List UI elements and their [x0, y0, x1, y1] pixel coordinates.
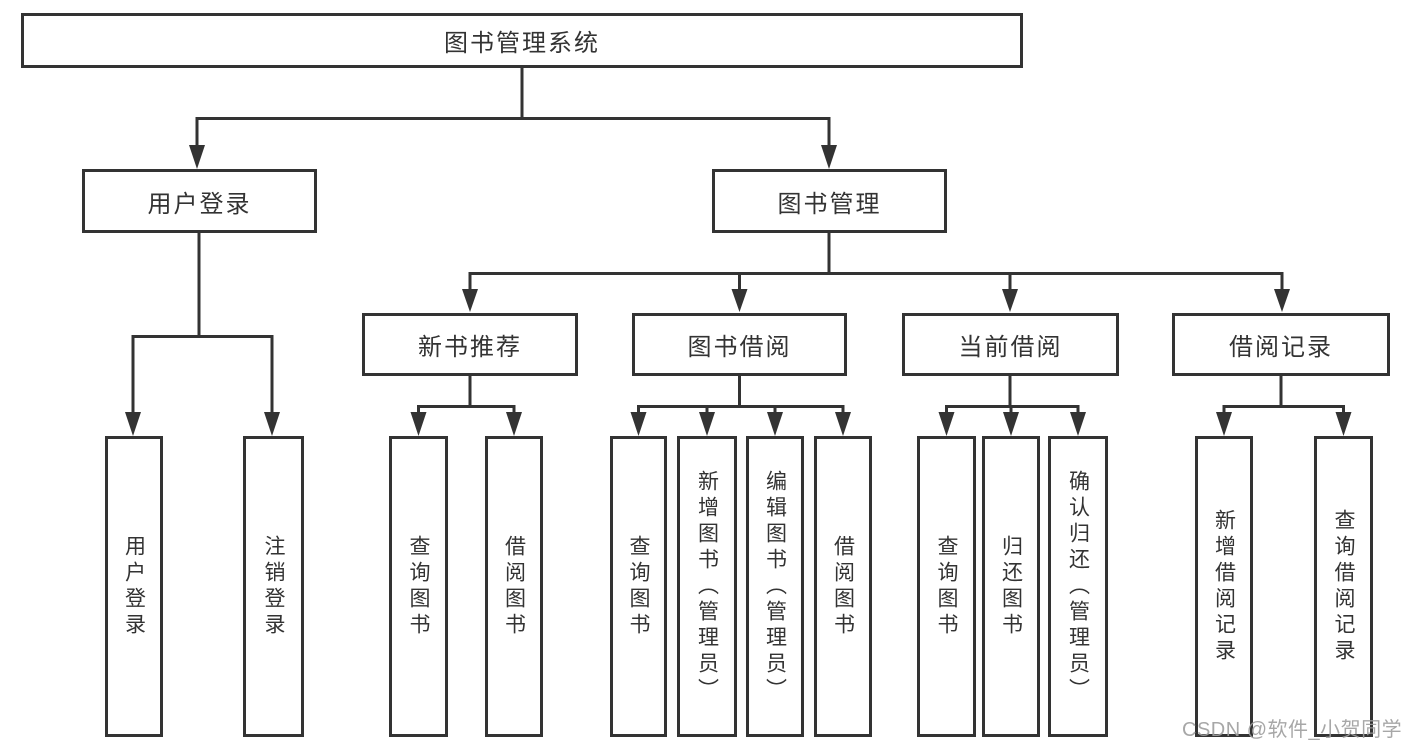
arrow-down-icon — [410, 412, 427, 436]
node-label: 借阅图书 — [502, 534, 526, 639]
node-label: 新增图书（管理员） — [695, 469, 719, 704]
arrow-down-icon — [506, 412, 522, 436]
node-label: 归还图书 — [999, 534, 1023, 639]
arrow-down-icon — [189, 145, 205, 169]
leaf-user-login: 用户登录 — [105, 436, 163, 737]
node-label: 当前借阅 — [958, 334, 1063, 361]
connector-user-login-children — [125, 233, 280, 436]
leaf-query-book-3: 查询图书 — [917, 436, 976, 737]
node-label: 查询图书 — [407, 534, 431, 639]
leaf-borrow-book-1: 借阅图书 — [485, 436, 543, 737]
leaf-logout: 注销登录 — [243, 436, 304, 737]
leaf-add-borrow-record: 新增借阅记录 — [1195, 436, 1253, 737]
leaf-edit-book-admin: 编辑图书（管理员） — [746, 436, 804, 737]
node-current-borrow: 当前借阅 — [902, 313, 1119, 376]
leaf-confirm-return-admin: 确认归还（管理员） — [1048, 436, 1108, 737]
node-label: 确认归还（管理员） — [1066, 469, 1090, 704]
node-label: 借阅记录 — [1229, 334, 1333, 361]
node-book-management: 图书管理 — [712, 169, 947, 233]
arrow-down-icon — [938, 412, 955, 436]
arrow-down-icon — [264, 412, 280, 436]
connector-root-to-level2 — [189, 68, 837, 169]
node-label: 图书借阅 — [687, 334, 792, 361]
arrow-down-icon — [462, 289, 478, 312]
arrow-down-icon — [1003, 412, 1019, 436]
arrow-down-icon — [630, 412, 647, 436]
arrow-down-icon — [1335, 412, 1352, 436]
node-root-system: 图书管理系统 — [21, 13, 1023, 68]
arrow-down-icon — [1070, 412, 1086, 436]
leaf-borrow-book-2: 借阅图书 — [814, 436, 872, 737]
node-label: 新增借阅记录 — [1212, 508, 1236, 665]
leaf-return-book: 归还图书 — [982, 436, 1040, 737]
arrow-down-icon — [1002, 289, 1018, 312]
arrow-down-icon — [125, 412, 141, 436]
arrow-down-icon — [1274, 289, 1290, 312]
leaf-query-book-1: 查询图书 — [389, 436, 448, 737]
node-label: 借阅图书 — [831, 534, 855, 639]
node-label: 查询图书 — [935, 534, 959, 639]
connector-borrow-record-children — [1216, 376, 1352, 436]
node-label: 用户登录 — [147, 190, 252, 218]
node-book-borrow: 图书借阅 — [632, 313, 847, 376]
node-user-login: 用户登录 — [82, 169, 317, 233]
connector-current-borrow-children — [938, 376, 1086, 436]
node-label: 注销登录 — [262, 534, 286, 639]
node-label: 新书推荐 — [418, 334, 522, 361]
node-borrow-record: 借阅记录 — [1172, 313, 1390, 376]
arrow-down-icon — [731, 289, 748, 312]
arrow-down-icon — [699, 412, 715, 436]
arrow-down-icon — [767, 412, 783, 436]
node-label: 图书管理系统 — [444, 30, 600, 57]
node-label: 用户登录 — [122, 534, 146, 639]
node-label: 编辑图书（管理员） — [763, 469, 787, 704]
connector-book-mgmt-to-level3 — [462, 233, 1290, 312]
csdn-watermark: CSDN @软件_小贺同学 — [1182, 719, 1403, 741]
arrow-down-icon — [821, 145, 837, 169]
arrow-down-icon — [835, 412, 851, 436]
node-new-book-recommend: 新书推荐 — [362, 313, 578, 376]
leaf-query-book-2: 查询图书 — [610, 436, 667, 737]
leaf-query-borrow-record: 查询借阅记录 — [1314, 436, 1373, 737]
arrow-down-icon — [1216, 412, 1232, 436]
node-label: 查询借阅记录 — [1332, 508, 1356, 665]
connector-new-book-rec-children — [410, 376, 522, 436]
connector-book-borrow-children — [630, 376, 851, 436]
node-label: 图书管理 — [777, 190, 882, 218]
leaf-add-book-admin: 新增图书（管理员） — [677, 436, 737, 737]
node-label: 查询图书 — [627, 534, 651, 639]
